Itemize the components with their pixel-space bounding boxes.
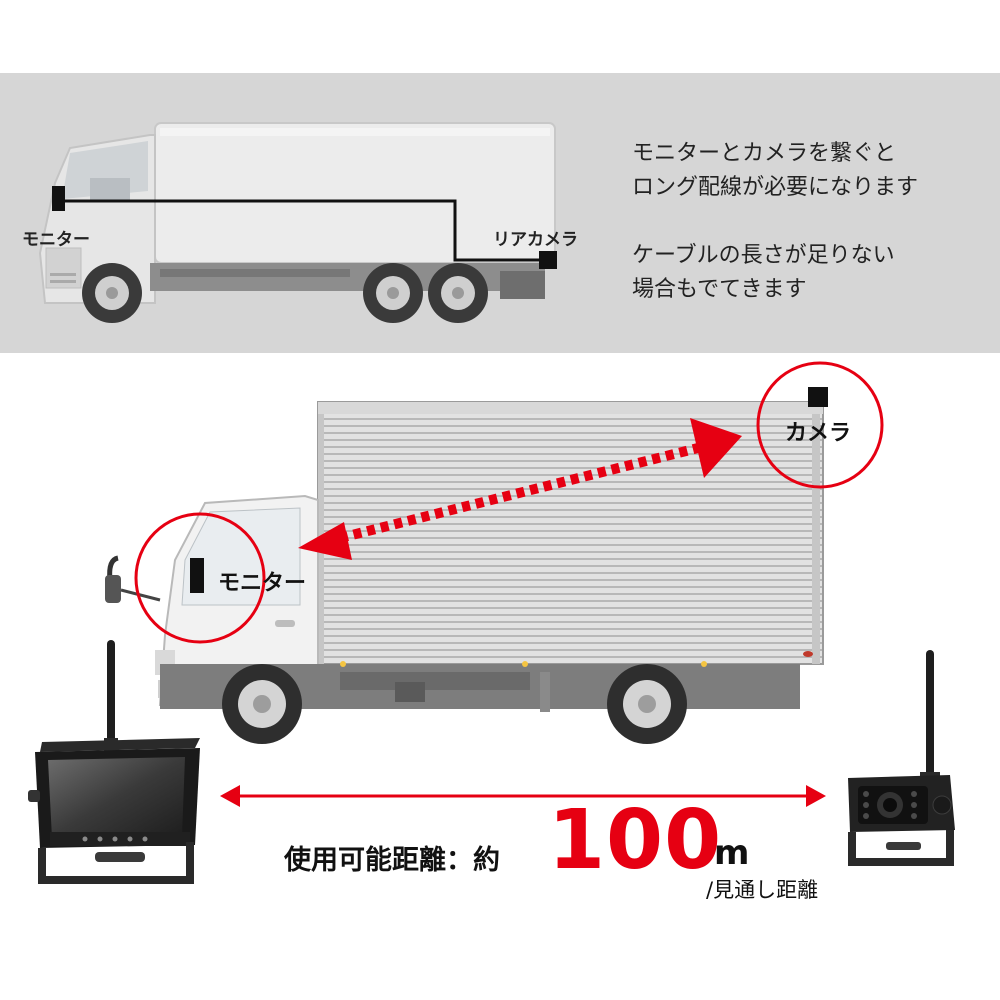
distance-note: /見通し距離: [706, 878, 819, 902]
arrowhead-right: [690, 418, 742, 478]
wireless-camera-label: カメラ: [785, 421, 852, 446]
wheel: [428, 263, 488, 323]
arrowhead-left: [298, 522, 352, 560]
wired-truck-illustration: [38, 122, 557, 323]
wired-description-line4: 場合もでてきます: [632, 277, 807, 302]
monitor-highlight-circle: [134, 512, 266, 644]
distance-label: 使用可能距離：約: [284, 845, 500, 876]
cable-line: [62, 199, 540, 262]
wheel: [363, 263, 423, 323]
wireless-link-dotted-line: [338, 443, 700, 543]
wired-comparison-panel: モニター リアカメラ モニターとカメラを繋ぐと ロング配線が必要になります ケー…: [0, 73, 1000, 353]
distance-arrowhead-right: [806, 785, 826, 807]
wired-monitor-label: モニター: [22, 230, 90, 250]
rear-camera-marker: [539, 251, 557, 269]
distance-value: 100: [548, 793, 723, 888]
wheel: [82, 263, 142, 323]
distance-unit: m: [714, 833, 750, 873]
monitor-marker: [190, 558, 204, 593]
rear-wheel: [607, 664, 687, 744]
camera-marker: [808, 387, 828, 407]
wireless-illustration: [28, 361, 955, 884]
wired-description-line2: ロング配線が必要になります: [632, 175, 919, 200]
wired-rear-camera-label: リアカメラ: [493, 230, 578, 250]
camera-highlight-circle: [756, 361, 884, 489]
monitor-marker: [52, 186, 65, 211]
wireless-camera-device: [848, 650, 955, 866]
distance-arrowhead-left: [220, 785, 240, 807]
wired-description-line3: ケーブルの長さが足りない: [632, 243, 895, 268]
wireless-monitor-device: [28, 640, 200, 884]
front-wheel: [222, 664, 302, 744]
cargo-box: [317, 401, 824, 665]
wireless-monitor-label: モニター: [218, 571, 307, 596]
wired-description-line1: モニターとカメラを繋ぐと: [632, 141, 897, 166]
